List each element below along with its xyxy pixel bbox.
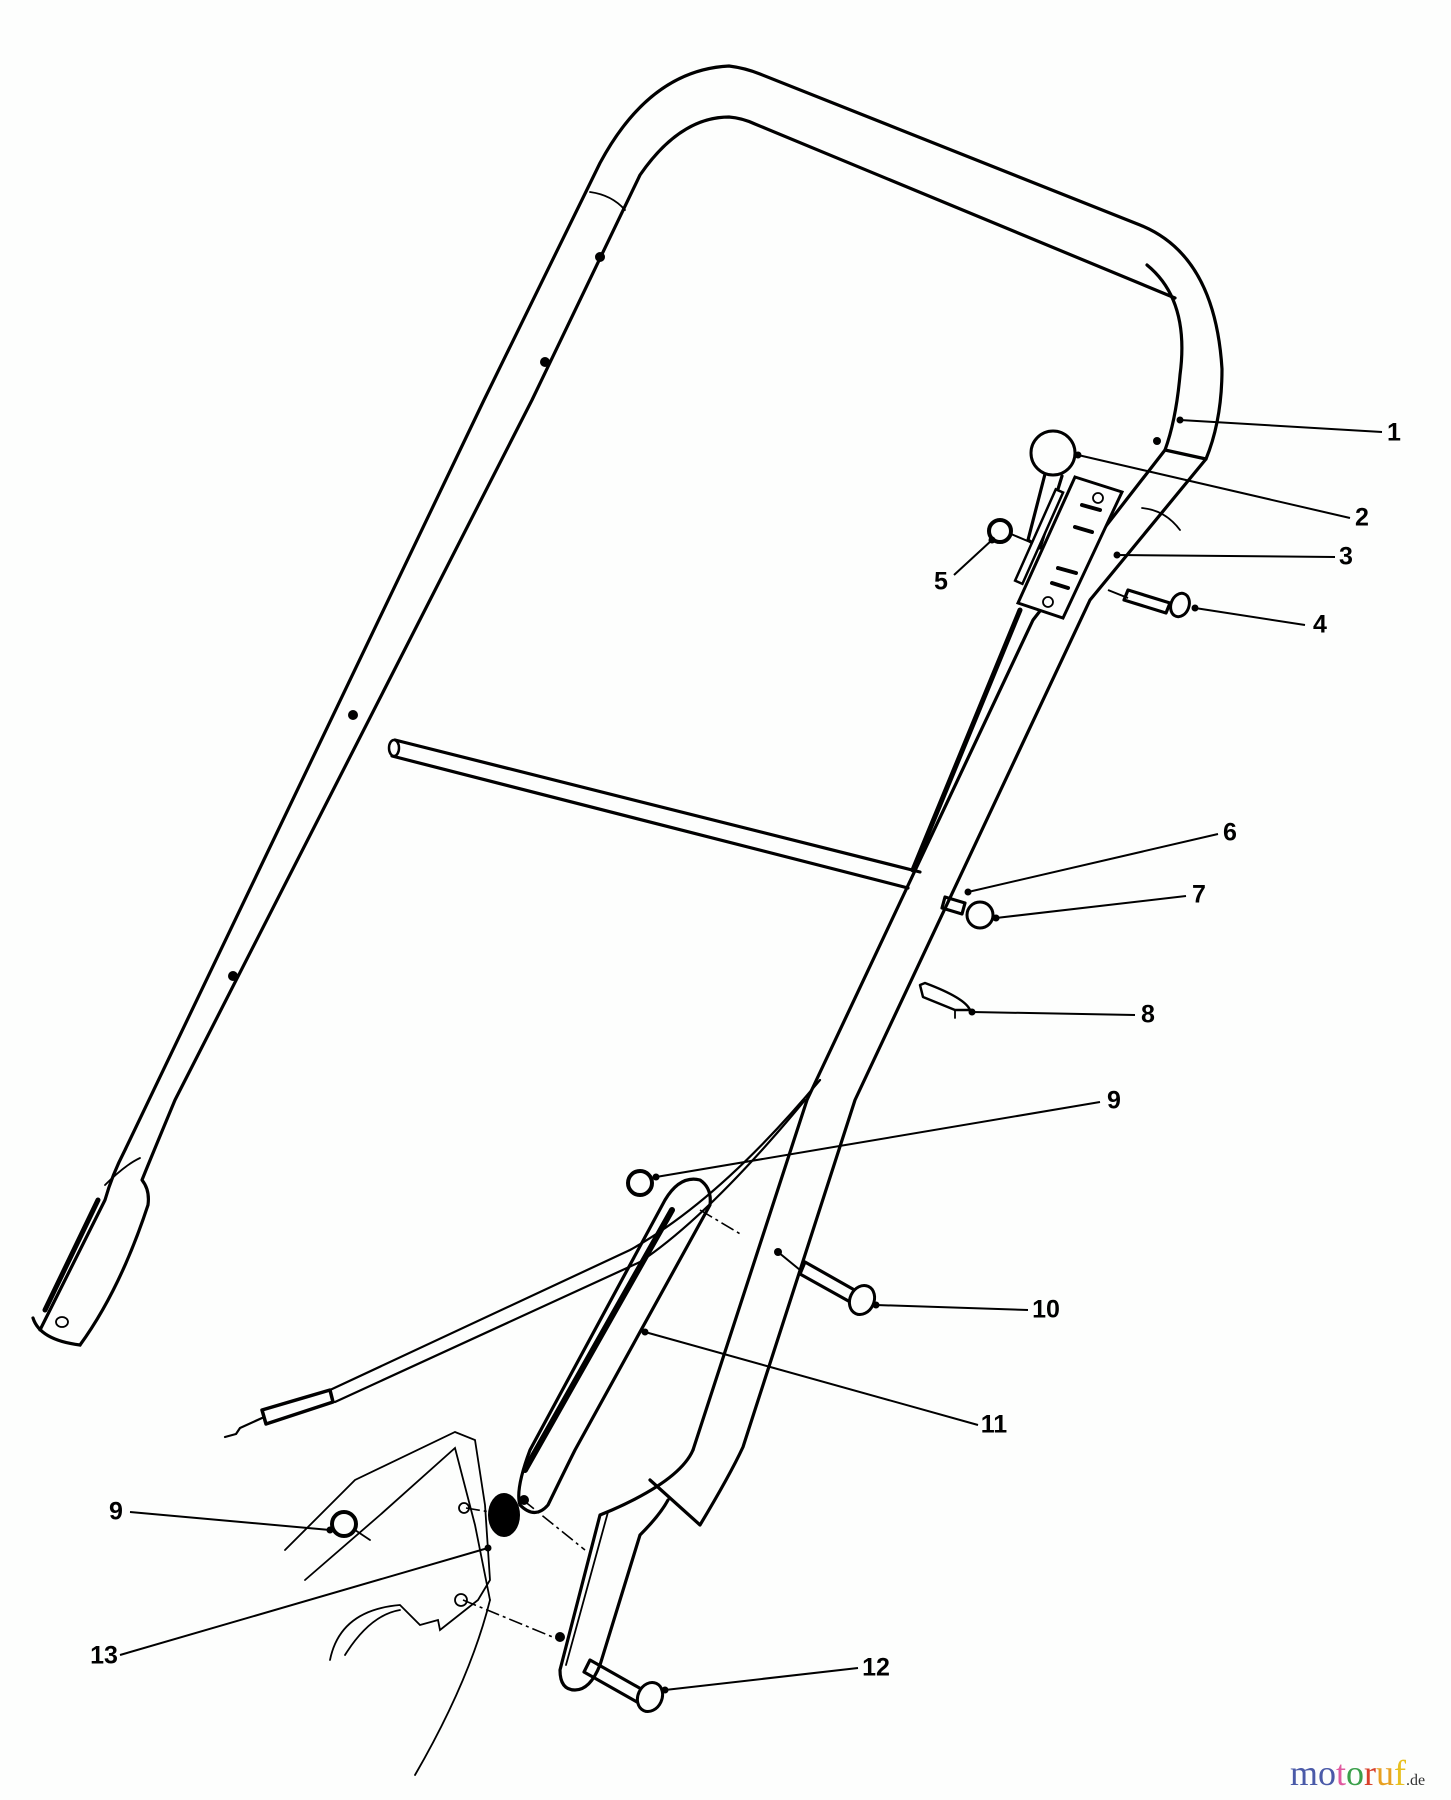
wm-tld: .de xyxy=(1406,1772,1426,1789)
bolt-4 xyxy=(1107,588,1191,619)
control-cable xyxy=(223,1078,822,1439)
shift-control xyxy=(910,429,1191,873)
bolt-12 xyxy=(582,1658,665,1714)
handle-foot xyxy=(555,1448,695,1692)
link-bar-11 xyxy=(517,1169,743,1515)
callout-11: 11 xyxy=(980,1410,1008,1439)
control-plate xyxy=(1015,475,1125,620)
rivets xyxy=(228,252,1161,981)
grip-band-right xyxy=(1141,507,1181,531)
wm-letter: r xyxy=(1364,1753,1377,1793)
callout-12: 12 xyxy=(862,1653,890,1682)
callout-6: 6 xyxy=(1223,818,1237,847)
crossbar xyxy=(387,738,922,890)
shift-knob xyxy=(1029,429,1077,477)
wm-letter: t xyxy=(1336,1753,1347,1793)
wm-letter: o xyxy=(1318,1753,1337,1793)
callout-3: 3 xyxy=(1339,542,1353,571)
nut-5 xyxy=(987,518,1013,544)
grip-band-left xyxy=(589,191,626,211)
callout-4: 4 xyxy=(1313,610,1327,639)
wm-letter: u xyxy=(1376,1753,1395,1793)
leader-lines xyxy=(119,416,1383,1694)
callout-8: 8 xyxy=(1141,1000,1155,1029)
callout-2: 2 xyxy=(1355,503,1369,532)
callout-9-lower: 9 xyxy=(109,1497,123,1526)
wm-letter: o xyxy=(1346,1753,1365,1793)
callout-13: 13 xyxy=(90,1641,118,1670)
spacer-13 xyxy=(488,1493,520,1537)
bolt-6-nut-7 xyxy=(940,895,995,930)
deck-bracket xyxy=(284,1431,586,1776)
wm-letter: m xyxy=(1290,1753,1319,1793)
callout-1: 1 xyxy=(1387,418,1401,447)
wm-letter: f xyxy=(1394,1753,1407,1793)
callout-5: 5 xyxy=(934,567,948,596)
cable-clip-8 xyxy=(918,981,972,1019)
motoruf-watermark-logo: motoruf.de xyxy=(1290,1755,1425,1791)
callout-9-upper: 9 xyxy=(1107,1086,1121,1115)
handle-tube xyxy=(31,64,1224,1527)
bolt-10 xyxy=(774,1248,877,1317)
callout-7: 7 xyxy=(1192,880,1206,909)
callout-10: 10 xyxy=(1032,1295,1060,1324)
